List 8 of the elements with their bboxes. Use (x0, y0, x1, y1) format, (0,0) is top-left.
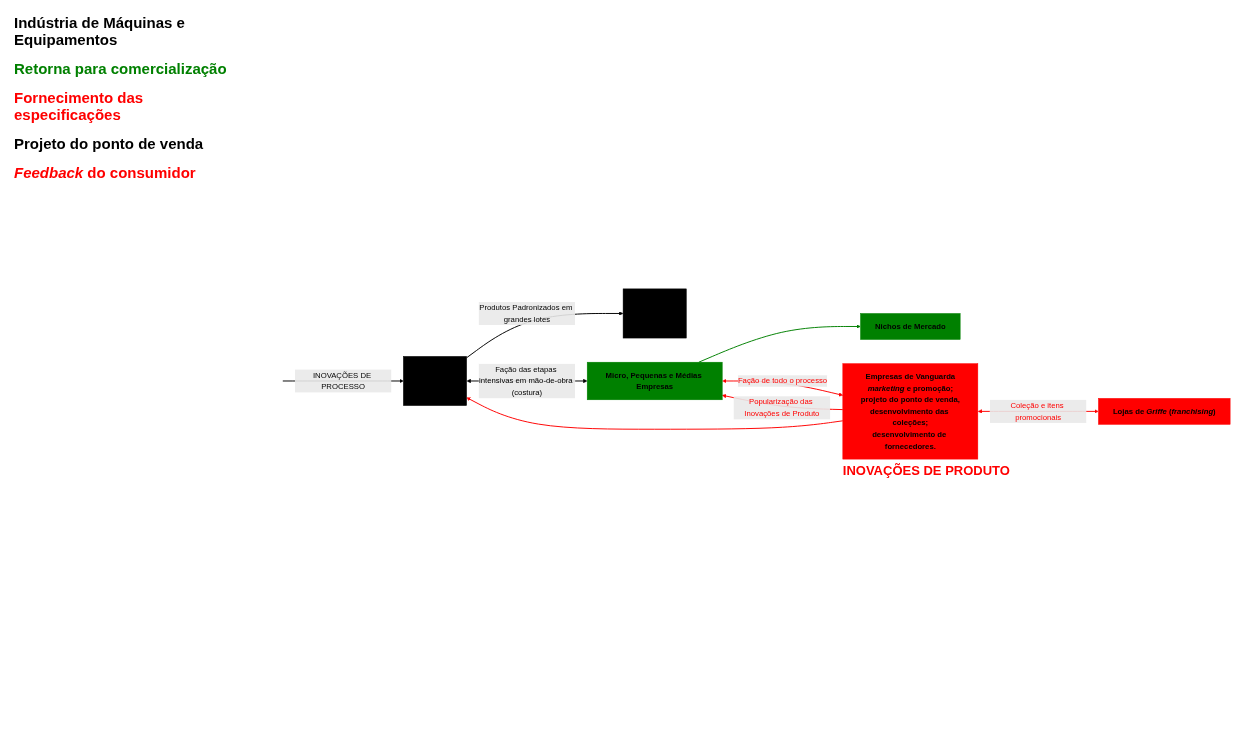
node-box (622, 288, 687, 339)
note-text: Feedback do consumidor (14, 164, 197, 181)
note-text: Fornecimento das especificações (14, 89, 145, 123)
node-box (403, 356, 467, 406)
note-text: Projeto do ponto de venda (14, 135, 205, 152)
side-note: INOVAÇÕES DE PRODUTO (842, 463, 1010, 479)
note-text: Indústria de Máquinas e Equipamentos (14, 14, 186, 48)
note-text: Retorna para comercialização (14, 60, 228, 77)
